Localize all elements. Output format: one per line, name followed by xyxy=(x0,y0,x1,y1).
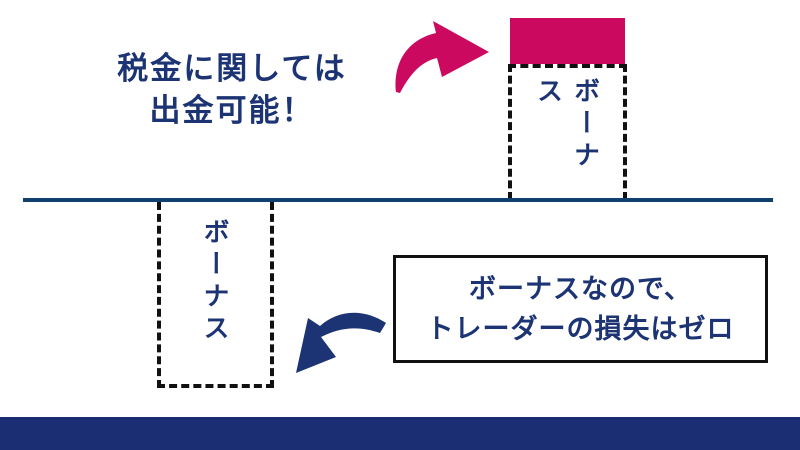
headline-line-2: 出金可能！ xyxy=(149,93,315,128)
baseline xyxy=(23,198,773,202)
bonus-label-above: ボーナス xyxy=(533,77,601,173)
callout-line-2: トレーダーの損失はゼロ xyxy=(426,314,735,344)
callout-line-1: ボーナスなので、 xyxy=(469,274,692,304)
headline: 税金に関しては 出金可能！ xyxy=(72,48,392,132)
curved-arrow-up-right-icon xyxy=(392,14,492,96)
bonus-box-above-line: ボーナス xyxy=(508,64,627,200)
bonus-box-below-line: ボーナス xyxy=(157,202,274,388)
callout-box: ボーナスなので、 トレーダーの損失はゼロ xyxy=(393,255,768,363)
profit-block xyxy=(510,18,625,64)
headline-line-1: 税金に関しては xyxy=(117,51,347,86)
bonus-label-below: ボーナス xyxy=(200,218,230,346)
curved-arrow-down-left-icon xyxy=(293,311,388,379)
bottom-bar xyxy=(0,417,800,450)
